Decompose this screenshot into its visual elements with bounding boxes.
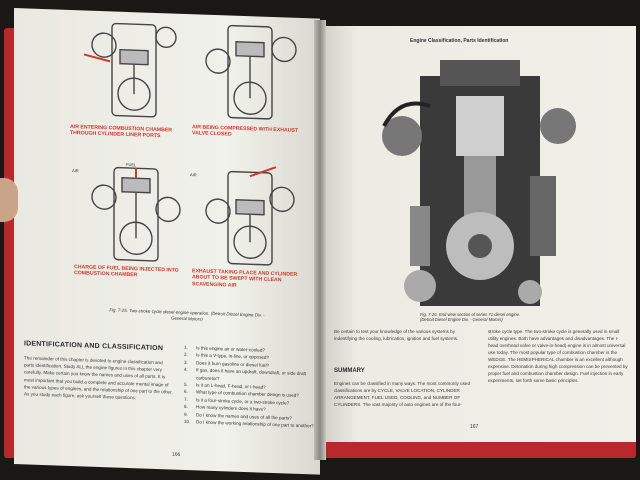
thumb [0, 178, 18, 222]
running-header: Engine Classification, Parts Identificat… [410, 38, 509, 44]
summary-heading: SUMMARY [334, 368, 365, 374]
body-text-right-intro: Be certain to test your knowledge of the… [334, 329, 459, 341]
page-number-right: 167 [470, 424, 479, 430]
section-heading: IDENTIFICATION AND CLASSIFICATION [24, 340, 164, 353]
question-list: 1.Is this engine air or water-cooled? 2.… [184, 344, 316, 430]
caption-2: AIR BEING COMPRESSED WITH EXHAUST VALVE … [192, 124, 299, 139]
book-spine [314, 20, 326, 460]
caption-1: AIR ENTERING COMBUSTION CHAMBER THROUGH … [70, 123, 173, 140]
body-text-left: The remainder of this chapter is devoted… [24, 355, 173, 401]
summary-text: Engines can be classified in many ways. … [334, 381, 471, 407]
figure-caption-right: Fig. 7-26. End view section of series 71… [420, 312, 521, 323]
engine-diagram-3 [76, 156, 196, 270]
engine-cross-section-illustration [380, 56, 580, 318]
label-fuel: FUEL [126, 161, 137, 168]
caption-4: EXHAUST TAKING PLACE AND CYLINDER ABOUT … [192, 268, 298, 289]
page-number-left: 166 [172, 451, 181, 458]
engine-diagram-1 [74, 14, 194, 128]
left-page: AIR ENTERING COMBUSTION CHAMBER THROUGH … [14, 8, 320, 475]
right-page: Engine Classification, Parts Identificat… [320, 26, 636, 442]
figure-caption-left: Fig. 7-25. Two-stroke cycle diesel engin… [109, 307, 265, 322]
body-text-right-col2: stroke cycle type. The two-stroke cycle … [488, 329, 628, 383]
label-air-1: AIR [72, 168, 79, 174]
caption-3: CHARGE OF FUEL BEING INJECTED INTO COMBU… [74, 264, 179, 279]
engine-diagram-2 [190, 16, 310, 130]
engine-diagram-4 [190, 160, 310, 274]
label-air-2: AIR [190, 172, 197, 178]
